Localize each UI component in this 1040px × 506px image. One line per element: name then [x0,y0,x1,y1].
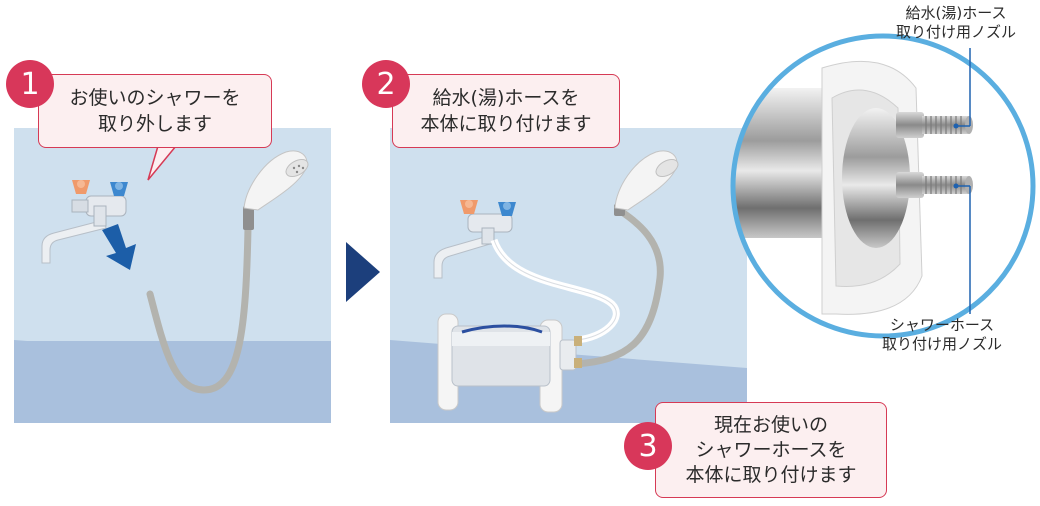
faucet [433,200,516,279]
step-3-line-3: 本体に取り付けます [685,463,857,486]
nozzle-closeup [730,33,1036,339]
top-nozzle-label: 給水(湯)ホース 取り付け用ノズル [896,4,1016,42]
down-arrow-icon [102,224,136,270]
step-2-number: 2 [362,60,410,108]
step-3-line-2: シャワーホースを [695,438,847,461]
bottom-nozzle-label-2: 取り付け用ノズル [882,335,1003,353]
panel-step-1 [14,128,331,423]
step-2-bubble: 給水(湯)ホースを 本体に取り付けます [392,74,620,148]
step-2-line-1: 給水(湯)ホースを [432,87,580,109]
bottom-nozzle-label: シャワーホース 取り付け用ノズル [882,316,1002,354]
step-2-line-2: 本体に取り付けます [420,113,592,135]
bottom-nozzle [896,172,973,198]
filter-unit [437,313,582,413]
step-3-bubble: 現在お使いの シャワーホースを 本体に取り付けます [655,402,887,498]
faucet [41,180,128,264]
top-nozzle-label-1: 給水(湯)ホース [905,4,1007,22]
scene-step-1 [14,150,331,423]
step-1-number: 1 [6,60,54,108]
step-1-line-2: 取り外します [97,113,212,135]
top-nozzle [896,112,973,138]
step-3-line-1: 現在お使いの [713,413,828,436]
step-3-number: 3 [624,422,672,470]
shower-head [243,150,309,230]
bottom-nozzle-label-1: シャワーホース [889,316,995,334]
step-1-bubble: お使いのシャワーを 取り外します [38,74,272,148]
step-1-line-1: お使いのシャワーを [69,87,241,109]
next-arrow-icon [346,242,380,302]
top-nozzle-label-2: 取り付け用ノズル [896,23,1017,41]
shower-head [614,150,679,216]
